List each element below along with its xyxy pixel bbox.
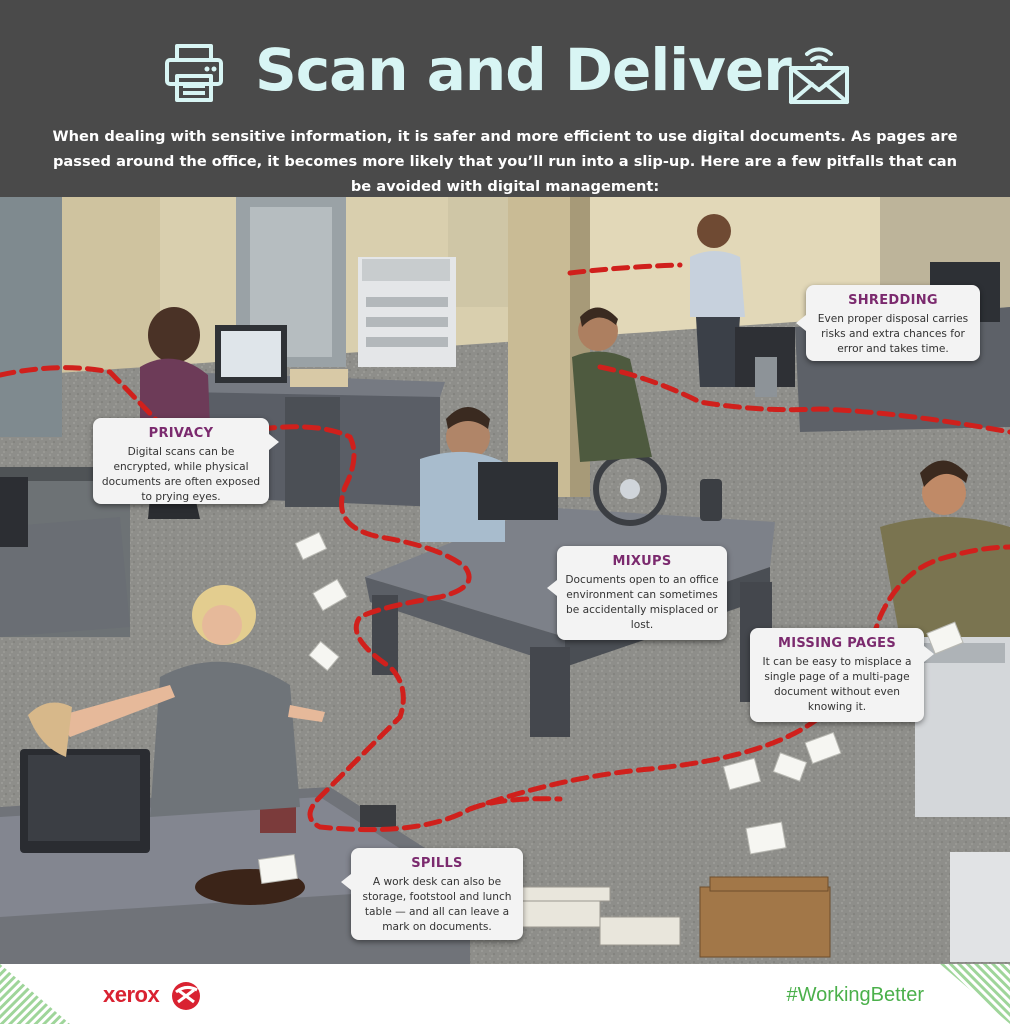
- callout-body: Documents open to an office environment …: [565, 574, 719, 631]
- footer-left-stripe-decoration: [0, 964, 70, 1024]
- callout-title: MISSING PAGES: [777, 636, 897, 651]
- callout-body: It can be easy to misplace a single page…: [762, 656, 912, 713]
- callout-tail: [341, 874, 351, 890]
- callout-body: Digital scans can be encrypted, while ph…: [101, 446, 261, 503]
- callout-shredding: SHREDDING Even proper disposal carries r…: [796, 285, 980, 361]
- title-row: Scan and Deliver: [0, 28, 1010, 128]
- callout-mixups: MIXUPS Documents open to an office envir…: [547, 546, 727, 640]
- callout-tail: [924, 646, 934, 662]
- callout-body: Even proper disposal carries risks and e…: [817, 313, 969, 355]
- wireless-mail-icon: [789, 47, 849, 104]
- callout-tail: [796, 315, 806, 331]
- intro-paragraph: When dealing with sensitive information,…: [52, 128, 958, 195]
- callout-tail: [547, 580, 557, 596]
- callout-title: PRIVACY: [148, 426, 214, 441]
- callout-title: SHREDDING: [848, 293, 938, 308]
- callout-title: SPILLS: [411, 856, 463, 871]
- hashtag-working-better[interactable]: #WorkingBetter: [786, 984, 924, 1006]
- callout-spills: SPILLS A work desk can also be storage, …: [341, 848, 523, 940]
- callout-missing-pages: MISSING PAGES It can be easy to misplace…: [750, 628, 934, 722]
- callout-title: MIXUPS: [612, 554, 672, 569]
- header-banner: Scan and Deliver When dealing with sensi…: [0, 0, 1010, 197]
- footer-right-stripe-decoration: [940, 964, 1010, 1024]
- callout-body: A work desk can also be storage, footsto…: [362, 876, 512, 933]
- printer-icon: [165, 44, 223, 102]
- xerox-wordmark[interactable]: xerox: [103, 982, 160, 1007]
- callout-privacy: PRIVACY Digital scans can be encrypted, …: [93, 418, 279, 504]
- callout-tail: [269, 434, 279, 450]
- xerox-logo-icon[interactable]: [170, 980, 202, 1012]
- office-illustration: PRIVACY Digital scans can be encrypted, …: [0, 197, 1010, 964]
- footer: xerox #WorkingBetter: [0, 964, 1010, 1024]
- page-title: Scan and Deliver: [255, 36, 792, 104]
